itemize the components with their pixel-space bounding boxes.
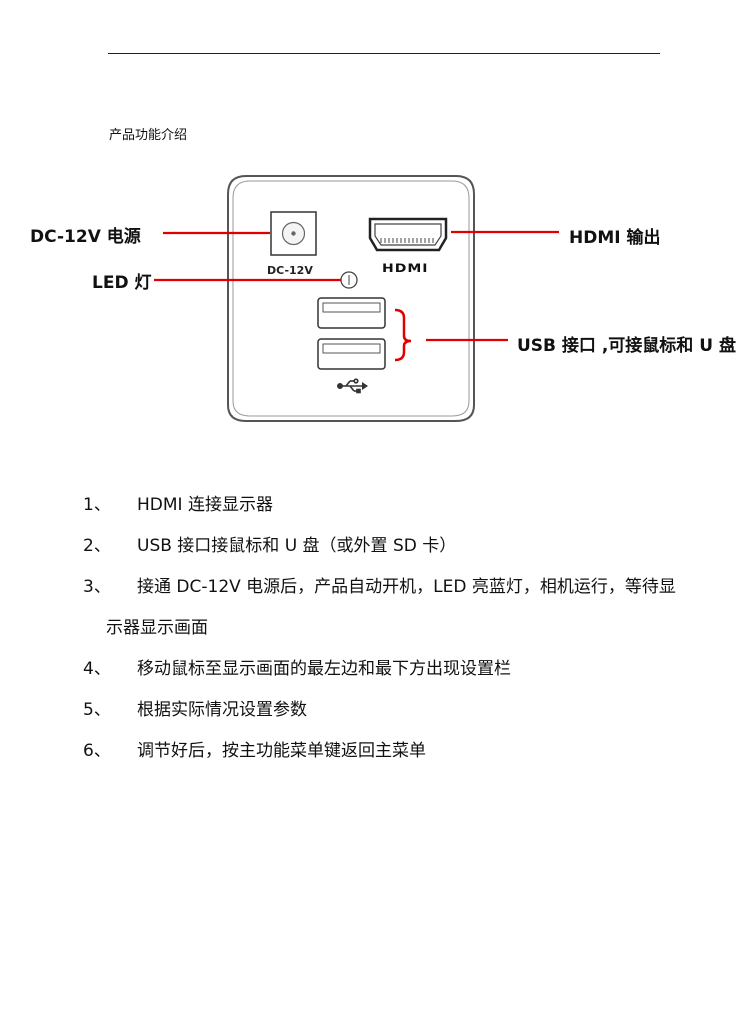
hdmi-pins xyxy=(380,238,434,243)
step-text: USB 接口接鼠标和 U 盘（或外置 SD 卡） xyxy=(137,536,457,556)
dc-jack-pin xyxy=(291,231,296,236)
list-item: 3、 接通 DC-12V 电源后，产品自动开机，LED 亮蓝灯，相机运行，等待显… xyxy=(0,562,750,644)
step-text: 移动鼠标至显示画面的最左边和最下方出现设置栏 xyxy=(137,659,511,679)
hdmi-callout-label: HDMI 输出 xyxy=(569,228,661,248)
step-number: 4、 xyxy=(83,659,111,679)
list-item: 4、 移动鼠标至显示画面的最左边和最下方出现设置栏 xyxy=(0,644,750,685)
step-number: 2、 xyxy=(83,536,111,556)
list-item: 6、 调节好后，按主功能菜单键返回主菜单 xyxy=(0,726,750,767)
port-diagram: DC-12V HDMI DC-12V 电源 LED 灯 HDMI 输出 USB … xyxy=(0,170,750,430)
panel-illustration xyxy=(154,175,559,422)
step-number: 6、 xyxy=(83,741,111,761)
usb-port-bottom-tongue xyxy=(322,343,381,354)
step-number: 3、 xyxy=(83,577,111,597)
usb-bracket xyxy=(394,308,412,362)
list-item: 1、 HDMI 连接显示器 xyxy=(0,480,750,521)
list-item: 2、 USB 接口接鼠标和 U 盘（或外置 SD 卡） xyxy=(0,521,750,562)
usb-port-top-tongue xyxy=(322,302,381,313)
usb-symbol-icon xyxy=(336,378,368,394)
usb-callout-label: USB 接口 ,可接鼠标和 U 盘 xyxy=(517,336,736,356)
device-panel-inner xyxy=(232,180,470,417)
hdmi-port-logo: HDMI xyxy=(382,262,429,276)
step-text-continued: 示器显示画面 xyxy=(106,618,208,638)
header-rule xyxy=(108,53,660,54)
section-title: 产品功能介绍 xyxy=(109,128,188,143)
setup-steps-list: 1、 HDMI 连接显示器 2、 USB 接口接鼠标和 U 盘（或外置 SD 卡… xyxy=(0,480,750,767)
list-item: 5、 根据实际情况设置参数 xyxy=(0,685,750,726)
step-number: 5、 xyxy=(83,700,111,720)
step-text: HDMI 连接显示器 xyxy=(137,495,273,515)
dc-port-label: DC-12V xyxy=(267,264,313,277)
led-callout-label: LED 灯 xyxy=(92,273,152,293)
power-callout-label: DC-12V 电源 xyxy=(30,227,141,247)
step-number: 1、 xyxy=(83,495,111,515)
step-text: 根据实际情况设置参数 xyxy=(137,700,307,720)
step-text: 调节好后，按主功能菜单键返回主菜单 xyxy=(137,741,426,761)
step-text: 接通 DC-12V 电源后，产品自动开机，LED 亮蓝灯，相机运行，等待显 xyxy=(137,577,676,597)
